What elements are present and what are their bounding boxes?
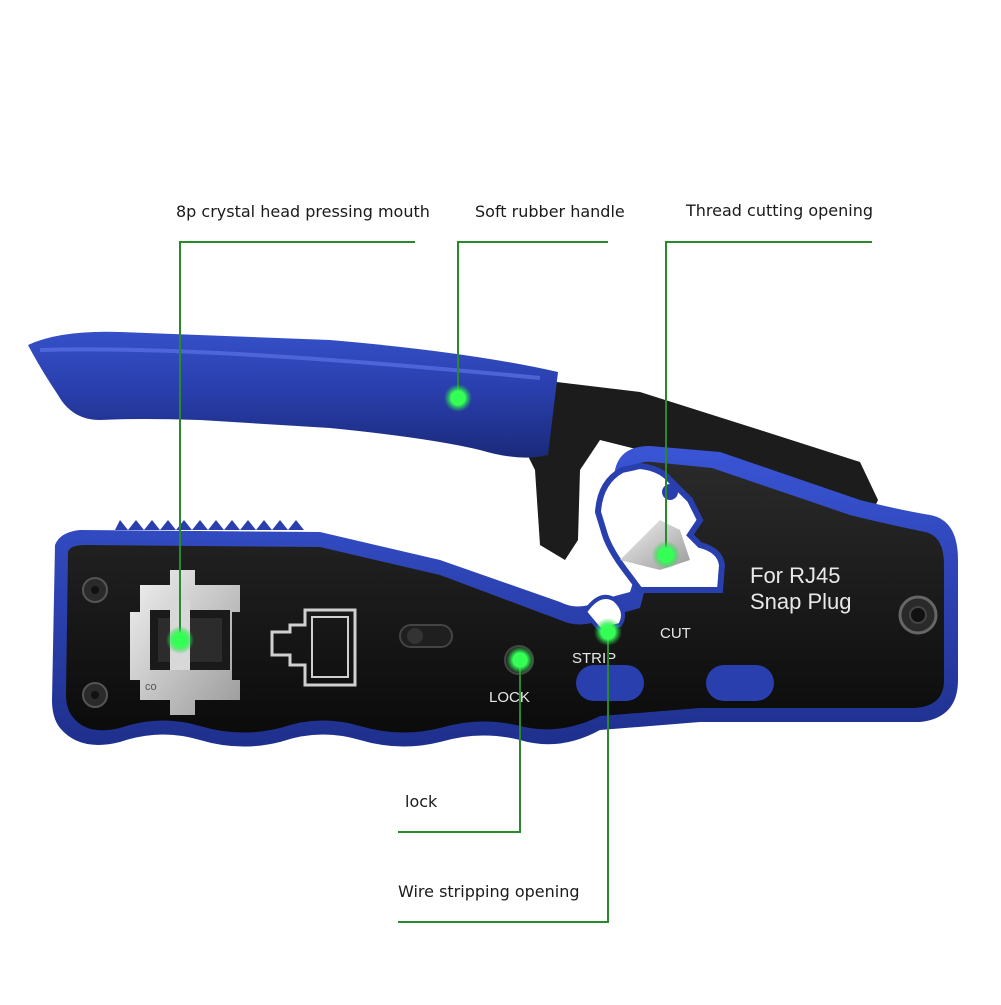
cut-label: CUT xyxy=(660,625,691,642)
callout-dot-crimp-mouth xyxy=(166,626,194,654)
callout-dot-cutting xyxy=(652,541,680,569)
leader-cutting xyxy=(665,241,872,555)
screw-top-left xyxy=(82,577,108,603)
label-lock: lock xyxy=(405,792,438,811)
lock-slider xyxy=(399,624,453,648)
leader-lock xyxy=(398,660,521,833)
callout-dot-lock xyxy=(506,646,534,674)
callout-dot-handle xyxy=(444,384,472,412)
rubber-grip-upper xyxy=(28,331,558,458)
port-mark: co xyxy=(145,681,157,693)
screw-bottom-left xyxy=(82,682,108,708)
blue-oval-right xyxy=(706,665,774,701)
callout-dot-stripping xyxy=(594,618,622,646)
leader-handle xyxy=(457,241,608,398)
label-handle: Soft rubber handle xyxy=(475,202,625,221)
rj45-port-outline xyxy=(270,608,357,687)
leader-stripping xyxy=(398,632,609,923)
model-text-line2: Snap Plug xyxy=(750,589,852,614)
leader-crimp-mouth xyxy=(179,241,415,640)
label-stripping: Wire stripping opening xyxy=(398,882,580,901)
cutting-opening xyxy=(594,462,726,593)
pivot-screw xyxy=(898,595,938,635)
label-cutting: Thread cutting opening xyxy=(686,201,874,220)
lower-body-face xyxy=(66,461,944,733)
model-text-line1: For RJ45 xyxy=(750,563,840,588)
blue-oval-left xyxy=(576,665,644,701)
strip-label: STRIP xyxy=(572,650,616,667)
label-crimp-mouth: 8p crystal head pressing mouth xyxy=(176,202,430,221)
lock-label: LOCK xyxy=(489,689,530,706)
